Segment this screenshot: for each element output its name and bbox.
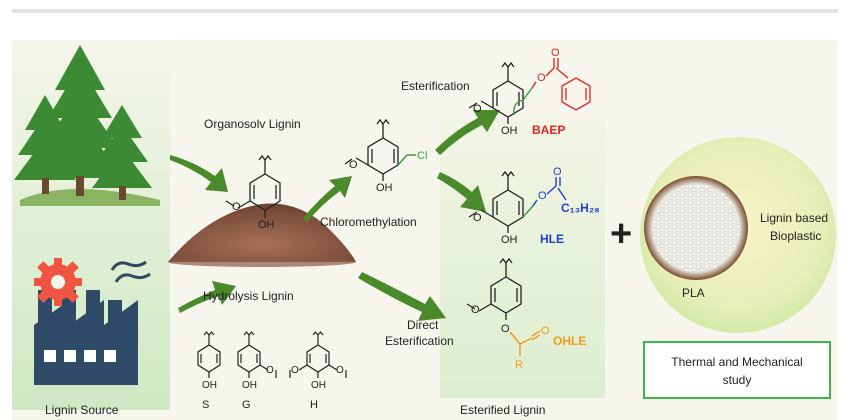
arrow-to-ohle [358,272,446,321]
h-unit-label: H [310,399,318,411]
hle-ester-o-atom: O [538,190,547,202]
lignin-source-label: Lignin Source [45,403,119,417]
factory-icon [34,260,151,385]
baep-structure [468,61,524,124]
ohle-ester-o-atom: O [501,323,510,335]
plus-sign: + [610,213,632,255]
ohle-carbonyl-o-atom: O [541,325,550,337]
arrow-to-hle [437,172,486,212]
baep-ester-o-atom: O [537,72,546,84]
process-arrows [170,110,500,321]
ohle-methoxy-o-atom: O [471,304,480,316]
h-unit-o-atom-left: O [291,365,299,376]
h-unit-oh-atom: OH [311,380,326,391]
organosolv-oh-atom: OH [258,219,275,231]
s-unit-structure [197,331,221,378]
hle-alkyl-chain: C₁₃H₂₈ [561,201,600,215]
chloromethylated-lignin-structure [344,118,399,181]
s-unit-oh-atom: OH [202,380,217,391]
esterified-lignin-label: Esterified Lignin [460,403,545,417]
hydrolysis-lignin-label: Hydrolysis Lignin [203,289,294,303]
g-unit-structure [237,331,277,378]
g-unit-label: G [242,399,251,411]
chloromethylation-label: Chloromethylation [320,215,417,229]
chloro-oh-atom: OH [376,182,393,194]
baep-carbonyl-o-atom: O [551,47,560,59]
arrow-to-chloromethylation [303,176,352,222]
chloro-cl-atom: Cl [417,150,427,162]
pla-label: PLA [682,286,705,300]
baep-label: BAEP [532,123,565,137]
arrow-to-baep [435,110,500,155]
gear-icon [34,258,82,306]
hle-oh-atom: OH [501,234,518,246]
g-unit-o-atom: O [266,365,274,376]
chloro-o-atom: O [349,159,358,171]
top-divider [12,9,838,13]
hle-carbonyl-o-atom: O [553,166,562,178]
ohle-structure [466,257,522,320]
ohle-r-group: R [515,359,523,371]
arrow-to-organosolv [170,155,228,192]
organosolv-lignin-label: Organosolv Lignin [204,117,301,131]
baep-methoxy-o-atom: O [473,103,482,115]
study-label-line1: Thermal and Mechanical [671,355,802,369]
esterified-lignin-region [440,120,605,398]
bioplastic-label-line1: Lignin based [760,211,828,225]
h-unit-structure [289,331,347,378]
direct-esterification-label-line2: Esterification [385,334,454,348]
soil-pile-icon [168,203,356,267]
baep-oh-atom: OH [501,125,518,137]
hle-label: HLE [540,232,564,246]
h-unit-o-atom-right: O [336,365,344,376]
tree-icon [14,45,160,206]
hle-methoxy-o-atom: O [473,212,482,224]
esterification-label: Esterification [401,79,470,93]
study-box [643,341,831,399]
organosolv-lignin-structure [225,154,281,218]
plastic-pellets-icon [644,176,748,280]
direct-esterification-label-line1: Direct [407,318,439,332]
arrow-to-hydrolysis [178,281,236,313]
hle-structure [468,170,524,233]
ohle-label: OHLE [553,334,586,348]
bioplastic-label-line2: Bioplastic [770,229,821,243]
organosolv-o-atom: O [232,201,241,213]
g-unit-oh-atom: OH [242,380,257,391]
s-unit-label: S [202,399,209,411]
study-label-line2: study [723,373,752,387]
